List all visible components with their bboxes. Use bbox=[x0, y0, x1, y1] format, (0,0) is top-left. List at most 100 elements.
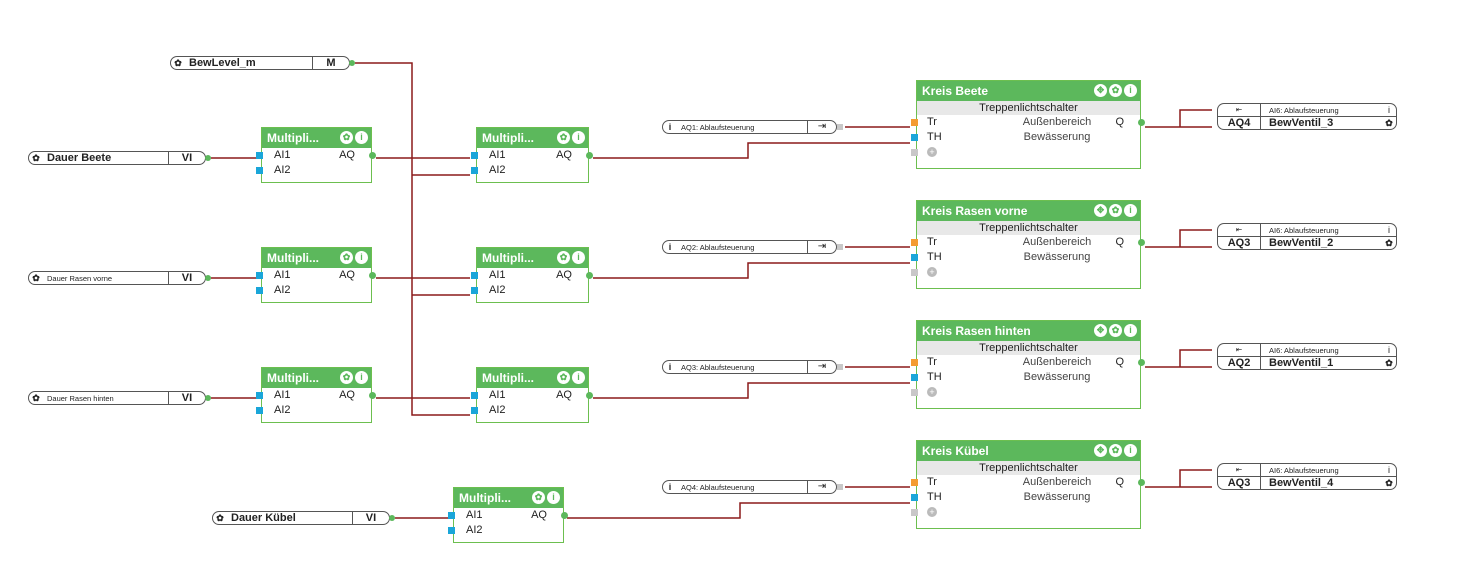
trigger-input[interactable]: i AQ4: Ablaufsteuerung ⇥ bbox=[662, 480, 837, 494]
info-icon[interactable]: i bbox=[547, 491, 560, 504]
output-port[interactable] bbox=[837, 364, 843, 370]
gear-icon[interactable]: ✿ bbox=[340, 251, 353, 264]
gear-icon[interactable]: ✿ bbox=[1385, 237, 1393, 248]
gear-icon[interactable]: ✿ bbox=[532, 491, 545, 504]
info-icon[interactable]: i bbox=[572, 251, 585, 264]
move-icon[interactable]: ✥ bbox=[1094, 204, 1107, 217]
info-icon[interactable]: i bbox=[355, 131, 368, 144]
input-pin[interactable] bbox=[256, 272, 263, 279]
info-icon[interactable]: i bbox=[1124, 324, 1137, 337]
output-port[interactable] bbox=[205, 275, 211, 281]
gear-icon[interactable]: ✿ bbox=[557, 251, 570, 264]
input-pin[interactable] bbox=[911, 134, 918, 141]
output-pin[interactable] bbox=[1138, 239, 1145, 246]
input-dauer-kuebel[interactable]: ✿ Dauer Kübel VI bbox=[212, 511, 390, 525]
output-port[interactable] bbox=[837, 244, 843, 250]
gear-icon[interactable]: ✿ bbox=[340, 131, 353, 144]
output-pin[interactable] bbox=[1138, 119, 1145, 126]
gear-icon[interactable]: ✿ bbox=[340, 371, 353, 384]
staircase-switch-block[interactable]: Kreis Rasen hinten ✥✿i Treppenlichtschal… bbox=[911, 320, 1145, 409]
input-pin[interactable] bbox=[471, 152, 478, 159]
gear-icon[interactable]: ✿ bbox=[557, 131, 570, 144]
input-pin[interactable] bbox=[911, 119, 918, 126]
input-pin[interactable] bbox=[911, 254, 918, 261]
output-pin[interactable] bbox=[586, 152, 593, 159]
move-icon[interactable]: ✥ bbox=[1094, 444, 1107, 457]
output-pin[interactable] bbox=[1138, 359, 1145, 366]
info-icon[interactable]: i bbox=[1124, 444, 1137, 457]
input-pin[interactable] bbox=[471, 272, 478, 279]
input-pin[interactable] bbox=[256, 287, 263, 294]
input-pin[interactable] bbox=[256, 392, 263, 399]
input-pin[interactable] bbox=[256, 407, 263, 414]
input-dauer-beete[interactable]: ✿ Dauer Beete VI bbox=[28, 151, 206, 165]
input-pin[interactable] bbox=[911, 509, 918, 516]
input-pin[interactable] bbox=[911, 494, 918, 501]
info-icon[interactable]: i bbox=[1388, 225, 1390, 235]
output-port[interactable] bbox=[389, 515, 395, 521]
gear-icon[interactable]: ✿ bbox=[1385, 117, 1393, 128]
input-pin[interactable] bbox=[256, 167, 263, 174]
info-icon[interactable]: i bbox=[572, 131, 585, 144]
input-pin[interactable] bbox=[471, 392, 478, 399]
output-pin[interactable] bbox=[369, 152, 376, 159]
info-icon[interactable]: i bbox=[1388, 105, 1390, 115]
input-pin[interactable] bbox=[911, 389, 918, 396]
info-icon[interactable]: i bbox=[1388, 465, 1390, 475]
gear-icon[interactable]: ✿ bbox=[1385, 477, 1393, 488]
add-icon[interactable]: + bbox=[927, 267, 937, 277]
move-icon[interactable]: ✥ bbox=[1094, 324, 1107, 337]
info-icon[interactable]: i bbox=[572, 371, 585, 384]
output-port[interactable] bbox=[205, 155, 211, 161]
info-icon[interactable]: i bbox=[355, 371, 368, 384]
input-pin[interactable] bbox=[911, 149, 918, 156]
input-dauer-rasen-vorne[interactable]: ✿ Dauer Rasen vorne VI bbox=[28, 271, 206, 285]
input-dauer-rasen-hinten[interactable]: ✿ Dauer Rasen hinten VI bbox=[28, 391, 206, 405]
add-icon[interactable]: + bbox=[927, 147, 937, 157]
gear-icon[interactable]: ✿ bbox=[1385, 357, 1393, 368]
gear-icon[interactable]: ✿ bbox=[1109, 204, 1122, 217]
info-icon[interactable]: i bbox=[1388, 345, 1390, 355]
output-pin[interactable] bbox=[369, 392, 376, 399]
gear-icon[interactable]: ✿ bbox=[1109, 84, 1122, 97]
output-port[interactable] bbox=[837, 124, 843, 130]
input-pin[interactable] bbox=[471, 167, 478, 174]
input-pin[interactable] bbox=[448, 512, 455, 519]
input-pin[interactable] bbox=[911, 374, 918, 381]
input-pin[interactable] bbox=[471, 407, 478, 414]
gear-icon[interactable]: ✿ bbox=[1109, 444, 1122, 457]
trigger-input[interactable]: i AQ2: Ablaufsteuerung ⇥ bbox=[662, 240, 837, 254]
input-pin[interactable] bbox=[911, 479, 918, 486]
input-pin[interactable] bbox=[256, 152, 263, 159]
input-pin[interactable] bbox=[471, 287, 478, 294]
move-icon[interactable]: ✥ bbox=[1094, 84, 1107, 97]
output-port[interactable] bbox=[205, 395, 211, 401]
info-icon[interactable]: i bbox=[1124, 204, 1137, 217]
staircase-switch-block[interactable]: Kreis Rasen vorne ✥✿i Treppenlichtschalt… bbox=[911, 200, 1145, 289]
output-port[interactable] bbox=[349, 60, 355, 66]
input-pin[interactable] bbox=[911, 359, 918, 366]
gear-icon[interactable]: ✿ bbox=[557, 371, 570, 384]
add-icon[interactable]: + bbox=[927, 507, 937, 517]
trigger-input[interactable]: i AQ3: Ablaufsteuerung ⇥ bbox=[662, 360, 837, 374]
output-pin[interactable] bbox=[586, 272, 593, 279]
input-pin[interactable] bbox=[911, 269, 918, 276]
input-pin[interactable] bbox=[448, 527, 455, 534]
output-pin[interactable] bbox=[1138, 479, 1145, 486]
info-icon[interactable]: i bbox=[355, 251, 368, 264]
output-port[interactable] bbox=[837, 484, 843, 490]
output-pin[interactable] bbox=[586, 392, 593, 399]
add-icon[interactable]: + bbox=[927, 387, 937, 397]
trigger-input[interactable]: i AQ1: Ablaufsteuerung ⇥ bbox=[662, 120, 837, 134]
